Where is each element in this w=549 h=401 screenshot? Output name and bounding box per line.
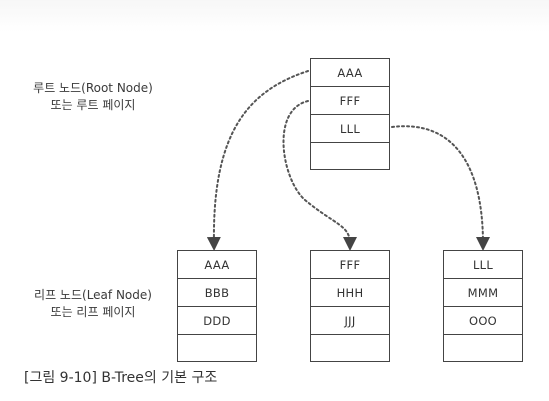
leaf-node-label-line2: 또는 리프 페이지 xyxy=(50,305,136,319)
leaf-node-3: LLL MMM OOO xyxy=(443,250,523,362)
leaf1-key-1: AAA xyxy=(178,251,256,279)
leaf2-key-1: FFF xyxy=(311,251,389,279)
arrow-root-aaa-to-leaf-1 xyxy=(206,70,309,251)
leaf3-key-1: LLL xyxy=(444,251,522,279)
leaf1-key-2: BBB xyxy=(178,279,256,307)
leaf-node-2: FFF HHH JJJ xyxy=(310,250,390,362)
figure-caption: [그림 9-10] B-Tree의 기본 구조 xyxy=(24,370,218,386)
leaf3-key-3: OOO xyxy=(444,307,522,335)
leaf-node-label-line1: 리프 노드(Leaf Node) xyxy=(34,288,152,302)
arrow-root-lll-to-leaf-3 xyxy=(391,125,490,251)
root-key-1: AAA xyxy=(311,59,389,87)
leaf2-key-3: JJJ xyxy=(311,307,389,335)
root-node-label-line1: 루트 노드(Root Node) xyxy=(33,81,153,95)
root-node-label-line2: 또는 루트 페이지 xyxy=(50,98,136,112)
root-node: AAA FFF LLL xyxy=(310,58,390,170)
root-key-2: FFF xyxy=(311,87,389,115)
leaf2-key-2: HHH xyxy=(311,279,389,307)
root-node-label: 루트 노드(Root Node) 또는 루트 페이지 xyxy=(18,80,168,114)
leaf3-key-2: MMM xyxy=(444,279,522,307)
leaf1-key-3: DDD xyxy=(178,307,256,335)
root-key-3: LLL xyxy=(311,115,389,143)
leaf-node-label: 리프 노드(Leaf Node) 또는 리프 페이지 xyxy=(18,287,168,321)
arrow-root-fff-to-leaf-2 xyxy=(282,100,357,251)
leaf-node-1: AAA BBB DDD xyxy=(177,250,257,362)
